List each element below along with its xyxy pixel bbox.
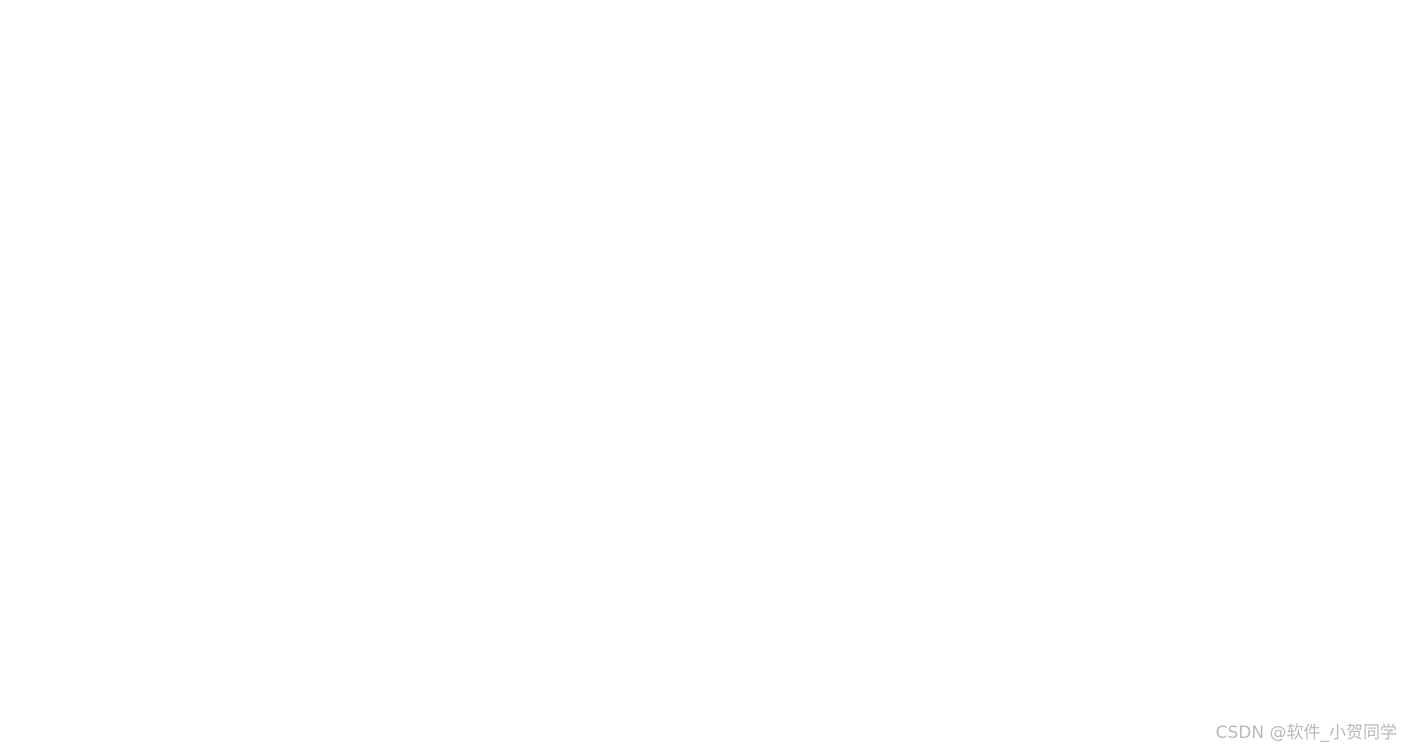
watermark-text: CSDN @软件_小贺同学 — [1215, 723, 1397, 743]
